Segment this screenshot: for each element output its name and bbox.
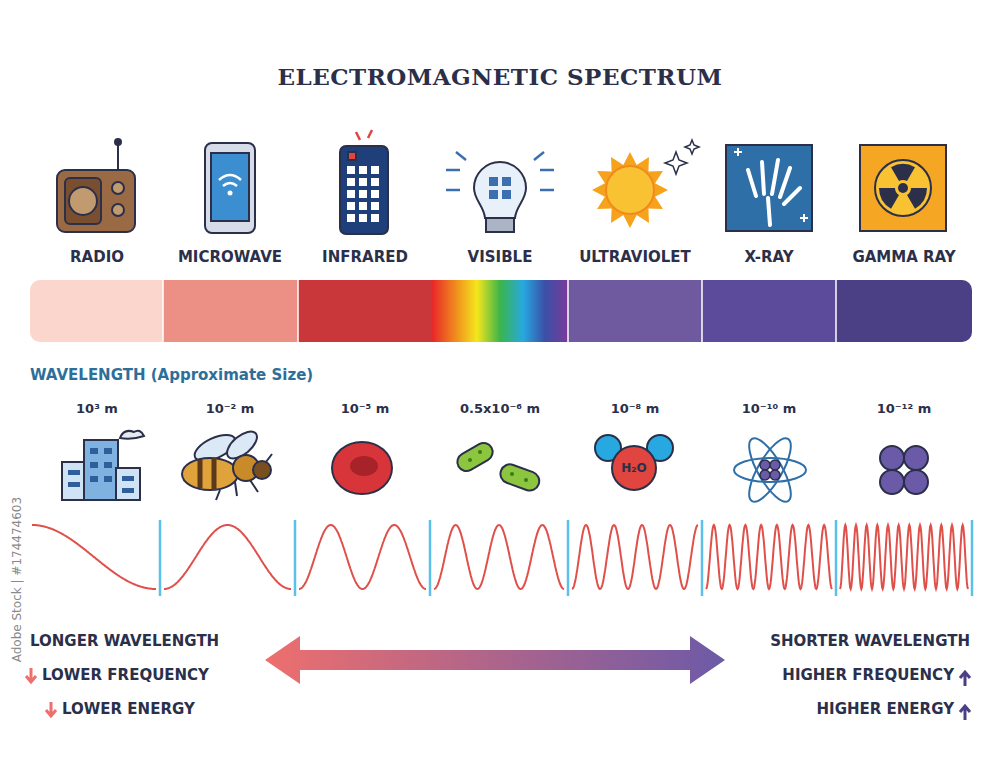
wavelength-value: 10⁻² m [206, 402, 255, 416]
cell-icon [332, 442, 392, 494]
trend-note: SHORTER WAVELENGTH [770, 633, 970, 650]
band-name: INFRARED [322, 249, 408, 266]
bulb-icon [446, 152, 554, 232]
band-name: VISIBLE [468, 249, 533, 266]
band-name: MICROWAVE [178, 249, 282, 266]
spectrum-bar [30, 280, 972, 342]
wavelength-value: 10³ m [76, 402, 118, 416]
axis-heading: WAVELENGTH (Approximate Size) [30, 367, 313, 384]
trend-note: LOWER FREQUENCY [42, 667, 209, 684]
trend-note: HIGHER FREQUENCY [782, 667, 954, 684]
wave-dividers [160, 520, 972, 596]
bacteria-icon [454, 440, 542, 494]
phone-icon [205, 143, 255, 233]
radiation-icon [860, 145, 946, 231]
direction-arrow [265, 636, 725, 684]
atom-icon [734, 433, 806, 507]
band-name: RADIO [70, 249, 124, 266]
molecule-label: H₂O [621, 461, 647, 475]
nucleus-icon [880, 446, 928, 494]
wavelength-value: 0.5x10⁻⁶ m [460, 402, 540, 416]
trend-note: LOWER ENERGY [62, 701, 195, 718]
band-name: X-RAY [744, 249, 793, 266]
wavelength-value: 10⁻⁵ m [341, 402, 390, 416]
band-name: ULTRAVIOLET [579, 249, 691, 266]
watermark: Adobe Stock | #174474603 [11, 497, 24, 662]
radio-icon [57, 139, 135, 232]
wave-lines [32, 525, 968, 589]
molecule-circle: H₂O [611, 445, 657, 491]
band-name: GAMMA RAY [852, 249, 955, 266]
remote-icon [340, 130, 388, 234]
building-icon [62, 431, 144, 500]
trend-note: LONGER WAVELENGTH [30, 633, 219, 650]
wavelength-value: 10⁻¹⁰ m [742, 402, 796, 416]
diagram-title: ELECTROMAGNETIC SPECTRUM [278, 64, 723, 89]
bee-icon [182, 427, 272, 500]
small-arrows [26, 668, 970, 720]
xray-icon [726, 145, 812, 231]
wavelength-value: 10⁻⁸ m [611, 402, 660, 416]
trend-note: HIGHER ENERGY [817, 701, 954, 718]
wavelength-value: 10⁻¹² m [877, 402, 931, 416]
sun-icon [592, 140, 699, 228]
